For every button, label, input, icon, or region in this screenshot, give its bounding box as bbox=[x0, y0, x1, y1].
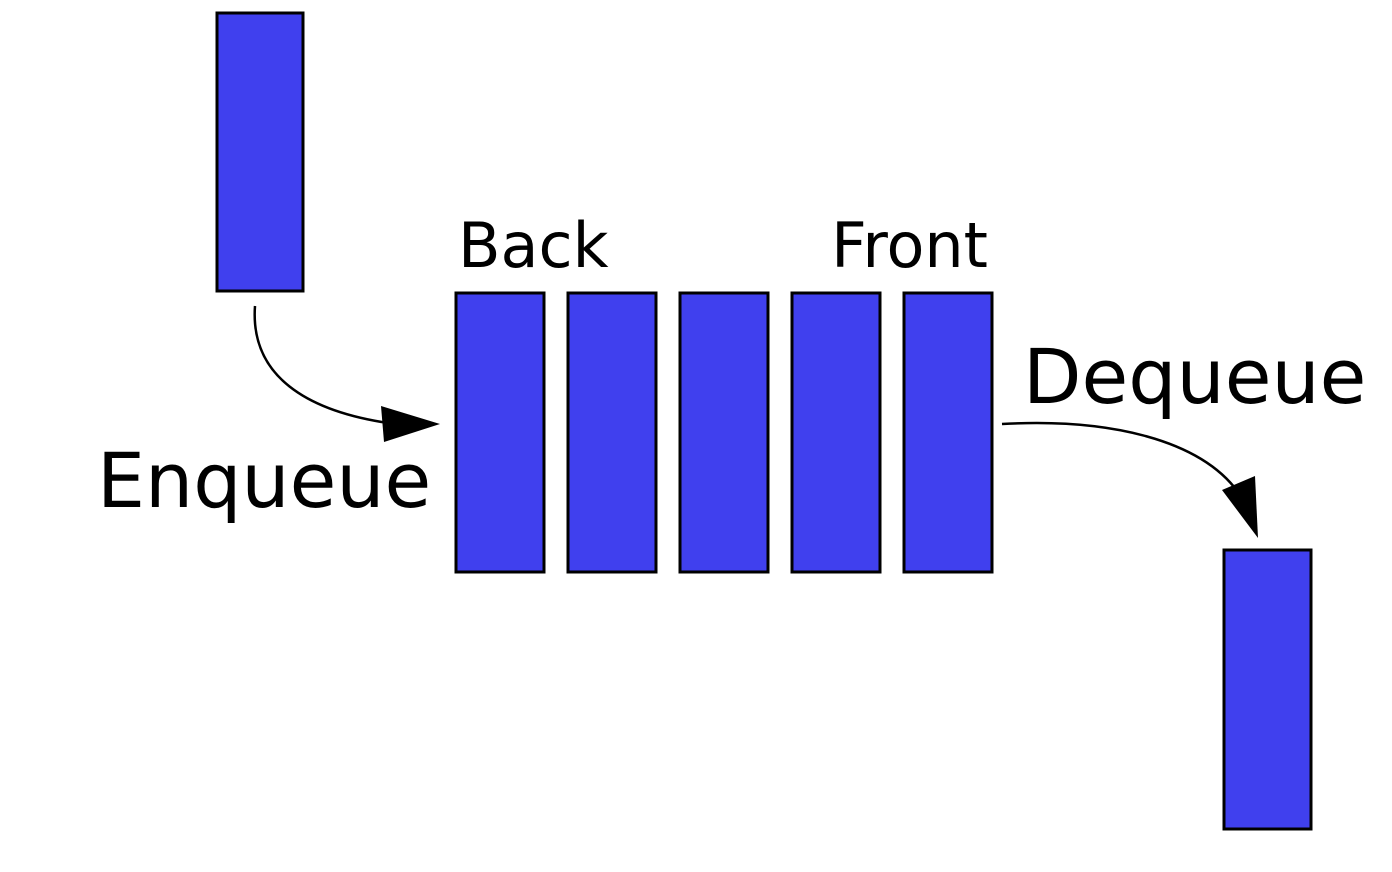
enqueue-arrow bbox=[253, 305, 440, 442]
front-label: Front bbox=[831, 209, 988, 282]
dequeue-arrow bbox=[1001, 421, 1258, 538]
queue-element-2 bbox=[566, 291, 658, 574]
back-label: Back bbox=[458, 209, 609, 282]
outgoing-element bbox=[1222, 548, 1313, 831]
queue-element-4 bbox=[790, 291, 882, 574]
enqueue-label: Enqueue bbox=[97, 436, 431, 525]
queue-element-3 bbox=[678, 291, 770, 574]
queue-element-5 bbox=[902, 291, 994, 574]
queue-element-1 bbox=[454, 291, 546, 574]
dequeue-label: Dequeue bbox=[1023, 332, 1366, 421]
incoming-element bbox=[215, 11, 305, 293]
queue-elements bbox=[454, 291, 994, 574]
